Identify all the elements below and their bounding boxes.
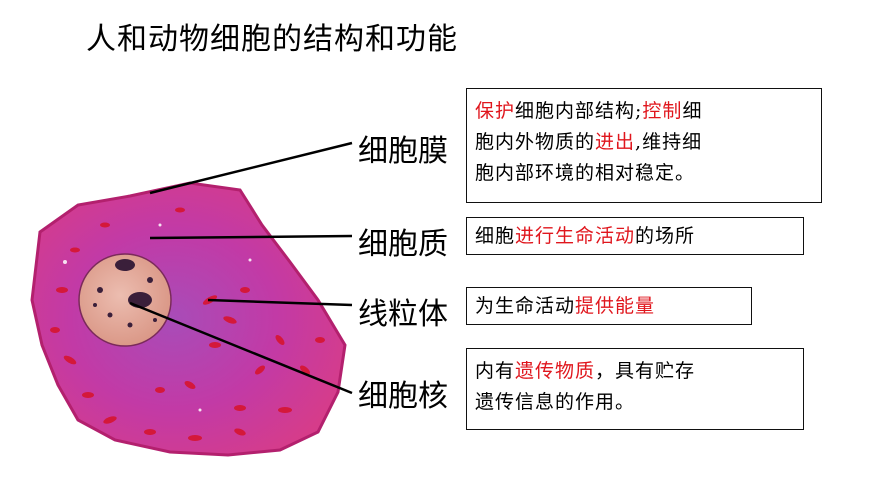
membrane-line-3: 胞内部环境的相对稳定。 [475, 162, 696, 184]
label-cytoplasm: 细胞质 [358, 227, 448, 262]
mitochondria-group [50, 207, 325, 441]
membrane-line-1: 保护细胞内部结构;控制细 [475, 100, 703, 122]
mitochondria-description: 为生命活动提供能量 [466, 287, 752, 325]
leader-lines [129, 141, 353, 395]
nucleus-line-1: 内有遗传物质，具有贮存 [475, 360, 696, 382]
nucleus-line-2: 遗传信息的作用。 [475, 391, 636, 413]
cytoplasm-description: 细胞进行生命活动的场所 [466, 217, 804, 255]
nucleus-description: 内有遗传物质，具有贮存 遗传信息的作用。 [466, 348, 804, 430]
page-title: 人和动物细胞的结构和功能 [86, 22, 458, 57]
membrane-line-2: 胞内外物质的进出,维持细 [475, 131, 703, 153]
membrane-description: 保护细胞内部结构;控制细 胞内外物质的进出,维持细 胞内部环境的相对稳定。 [466, 88, 822, 203]
label-membrane: 细胞膜 [358, 134, 448, 169]
cell-body [30, 181, 347, 457]
nucleus [78, 253, 172, 347]
label-nucleus: 细胞核 [358, 379, 448, 414]
label-mitochondria: 线粒体 [358, 297, 448, 332]
